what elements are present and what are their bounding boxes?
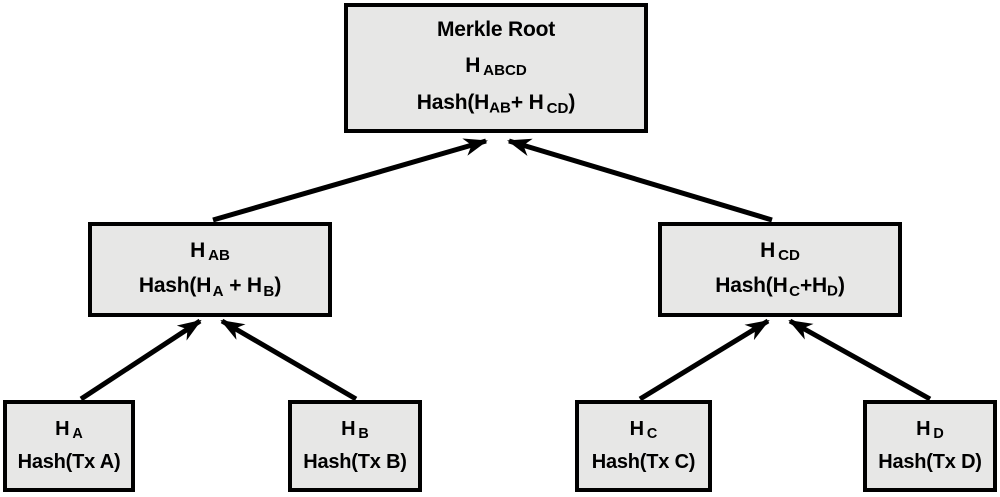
- hash-subscript: A: [72, 426, 83, 443]
- hcd-formula: Hash(HC+HD): [715, 274, 845, 300]
- hb-formula: Hash(Tx B): [303, 451, 407, 474]
- hc-formula: Hash(Tx C): [591, 451, 696, 474]
- arrow-hd-to-hcd: [788, 318, 932, 402]
- hash-base: H: [629, 417, 644, 440]
- formula-sub2: B: [263, 282, 275, 300]
- formula-sub1: C: [789, 282, 800, 300]
- hash-subscript: ABCD: [483, 62, 527, 80]
- formula-sub1: AB: [489, 99, 511, 117]
- hash-base: H: [760, 238, 776, 262]
- formula-post: ): [274, 274, 282, 297]
- formula-post: ): [837, 274, 845, 297]
- arrow-hc-to-hcd: [638, 318, 770, 402]
- formula-mid: +H: [799, 274, 828, 297]
- hash-base: H: [55, 417, 70, 440]
- ha-formula: Hash(Tx A): [17, 451, 121, 474]
- formula-sub1: A: [212, 282, 224, 300]
- arrow-hb-to-hab: [220, 318, 358, 402]
- hash-subscript: B: [358, 426, 369, 443]
- formula-post: ): [568, 91, 576, 115]
- hd-formula: Hash(Tx D): [878, 451, 982, 474]
- formula-pre: Hash(H: [138, 274, 212, 297]
- hash-base: H: [916, 417, 931, 440]
- formula-sub2: CD: [546, 99, 569, 117]
- formula-mid: + H: [223, 274, 262, 297]
- hash-subscript: CD: [778, 247, 800, 265]
- formula-mid: + H: [510, 91, 544, 115]
- hab-formula: Hash(HA + HB): [138, 274, 282, 300]
- arrow-ha-to-hab: [79, 318, 202, 402]
- formula-pre: Hash(H: [416, 91, 490, 115]
- formula-sub2: D: [827, 282, 838, 300]
- hash-subscript: AB: [208, 247, 230, 265]
- hash-subscript: C: [646, 426, 658, 443]
- hash-subscript: D: [933, 426, 944, 443]
- arrow-hab-to-root: [212, 138, 488, 223]
- hash-base: H: [341, 417, 356, 440]
- arrow-hcd-to-root: [507, 138, 773, 223]
- hash-base: H: [465, 53, 481, 77]
- merkle-root-title: Merkle Root: [437, 18, 555, 42]
- hash-base: H: [190, 238, 206, 262]
- formula-pre: Hash(H: [715, 274, 788, 297]
